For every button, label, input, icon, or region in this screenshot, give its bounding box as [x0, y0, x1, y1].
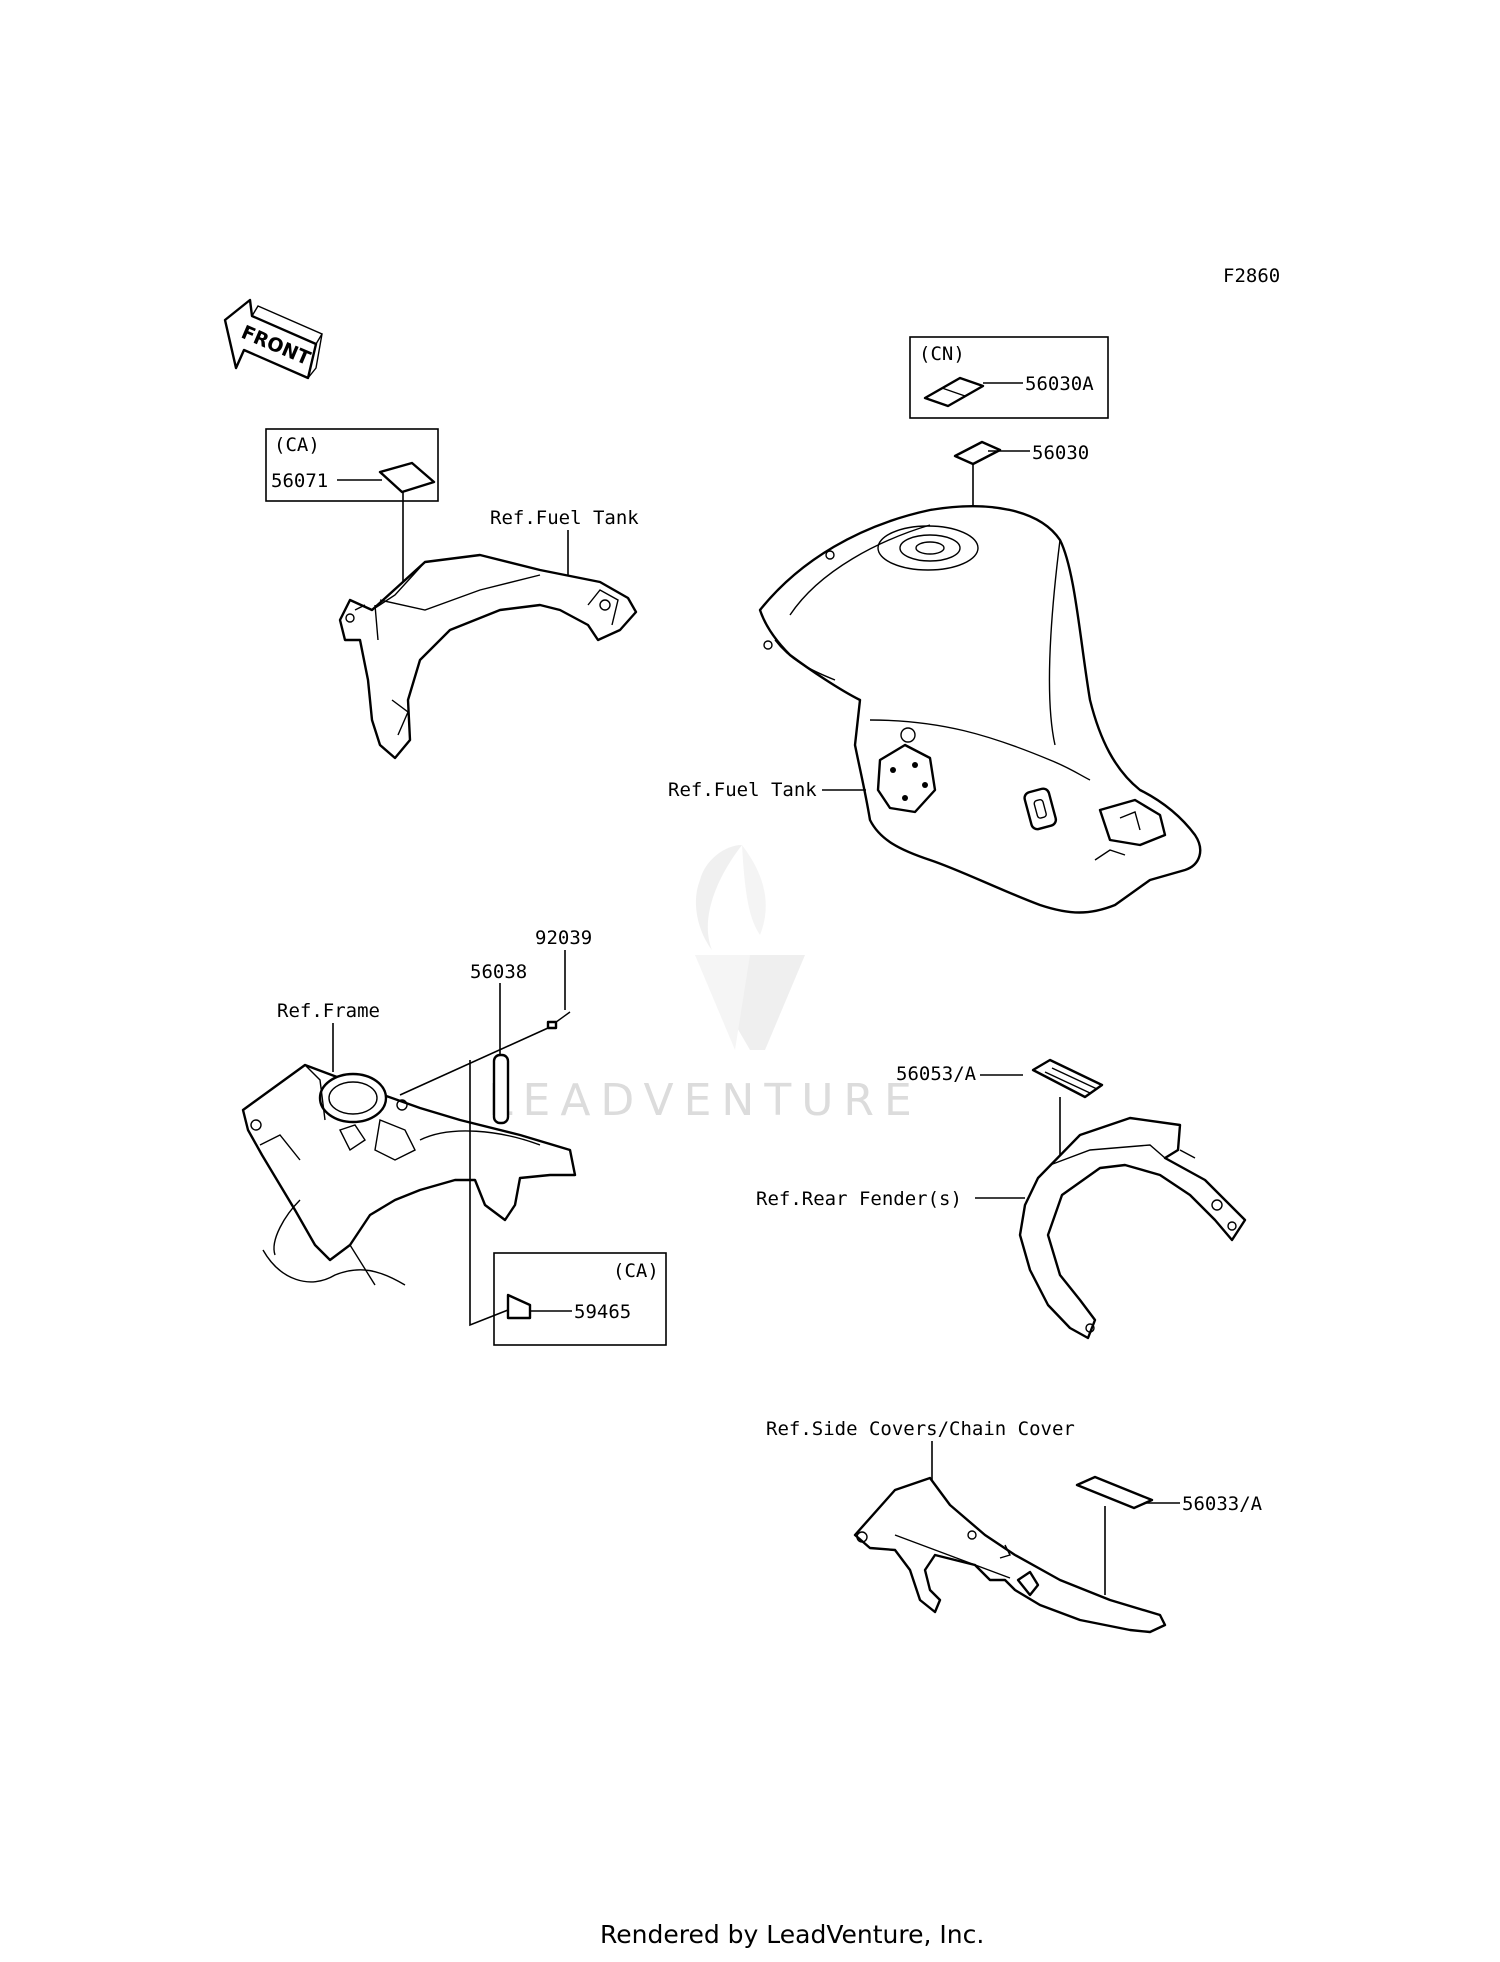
- ref-frame: Ref.Frame: [277, 1000, 380, 1022]
- watermark-logo: [695, 845, 805, 1050]
- ca-box-59465: [493, 1252, 667, 1346]
- part-number-56033a: 56033/A: [1182, 1493, 1263, 1515]
- ref-rear-fender: Ref.Rear Fender(s): [756, 1188, 962, 1210]
- fuel-tank-vent-bracket: [1023, 787, 1058, 831]
- watermark-text: LEADVENTURE: [488, 1075, 922, 1126]
- ca-box1-tag: (CA): [274, 434, 320, 456]
- part-number-56071: 56071: [271, 470, 328, 492]
- label-decal-56033a-icon: [1075, 1475, 1154, 1510]
- part-number-56053a: 56053/A: [896, 1063, 977, 1085]
- part-number-56030: 56030: [1032, 442, 1089, 464]
- chain-cover-part: [853, 1476, 1167, 1634]
- ref-fuel-tank-top: Ref.Fuel Tank: [490, 507, 639, 529]
- fuel-pump-plate: [876, 727, 937, 814]
- ref-side-covers: Ref.Side Covers/Chain Cover: [766, 1418, 1075, 1440]
- meter-cover-part: [338, 553, 638, 760]
- footer-credit: Rendered by LeadVenture, Inc.: [600, 1920, 984, 1949]
- ca-box-56071: [265, 428, 439, 502]
- ca-box2-tag: (CA): [613, 1260, 659, 1282]
- label-56038-icon: [492, 1053, 510, 1125]
- front-arrow-icon: FRONT: [223, 298, 324, 380]
- part-number-92039: 92039: [535, 927, 592, 949]
- tie-band-92039-icon: [546, 1011, 571, 1030]
- figure-code: F2860: [1223, 265, 1280, 287]
- rear-fender-part: [1018, 1116, 1247, 1340]
- frame-part: [241, 1063, 577, 1286]
- ref-fuel-tank-side: Ref.Fuel Tank: [668, 779, 817, 801]
- part-number-59465: 59465: [574, 1301, 631, 1323]
- label-decal-56071-icon: [378, 461, 436, 494]
- part-number-56038: 56038: [470, 961, 527, 983]
- label-decal-56030-icon: [953, 440, 1002, 466]
- label-decal-56030a-icon: [923, 376, 985, 408]
- label-decal-56053a-icon: [1031, 1058, 1104, 1099]
- cn-box: [909, 336, 1109, 419]
- part-number-56030a: 56030A: [1025, 373, 1094, 395]
- fuel-tank-part: [758, 505, 1202, 914]
- cn-box-tag: (CN): [919, 343, 965, 365]
- label-59465-icon: [506, 1293, 532, 1320]
